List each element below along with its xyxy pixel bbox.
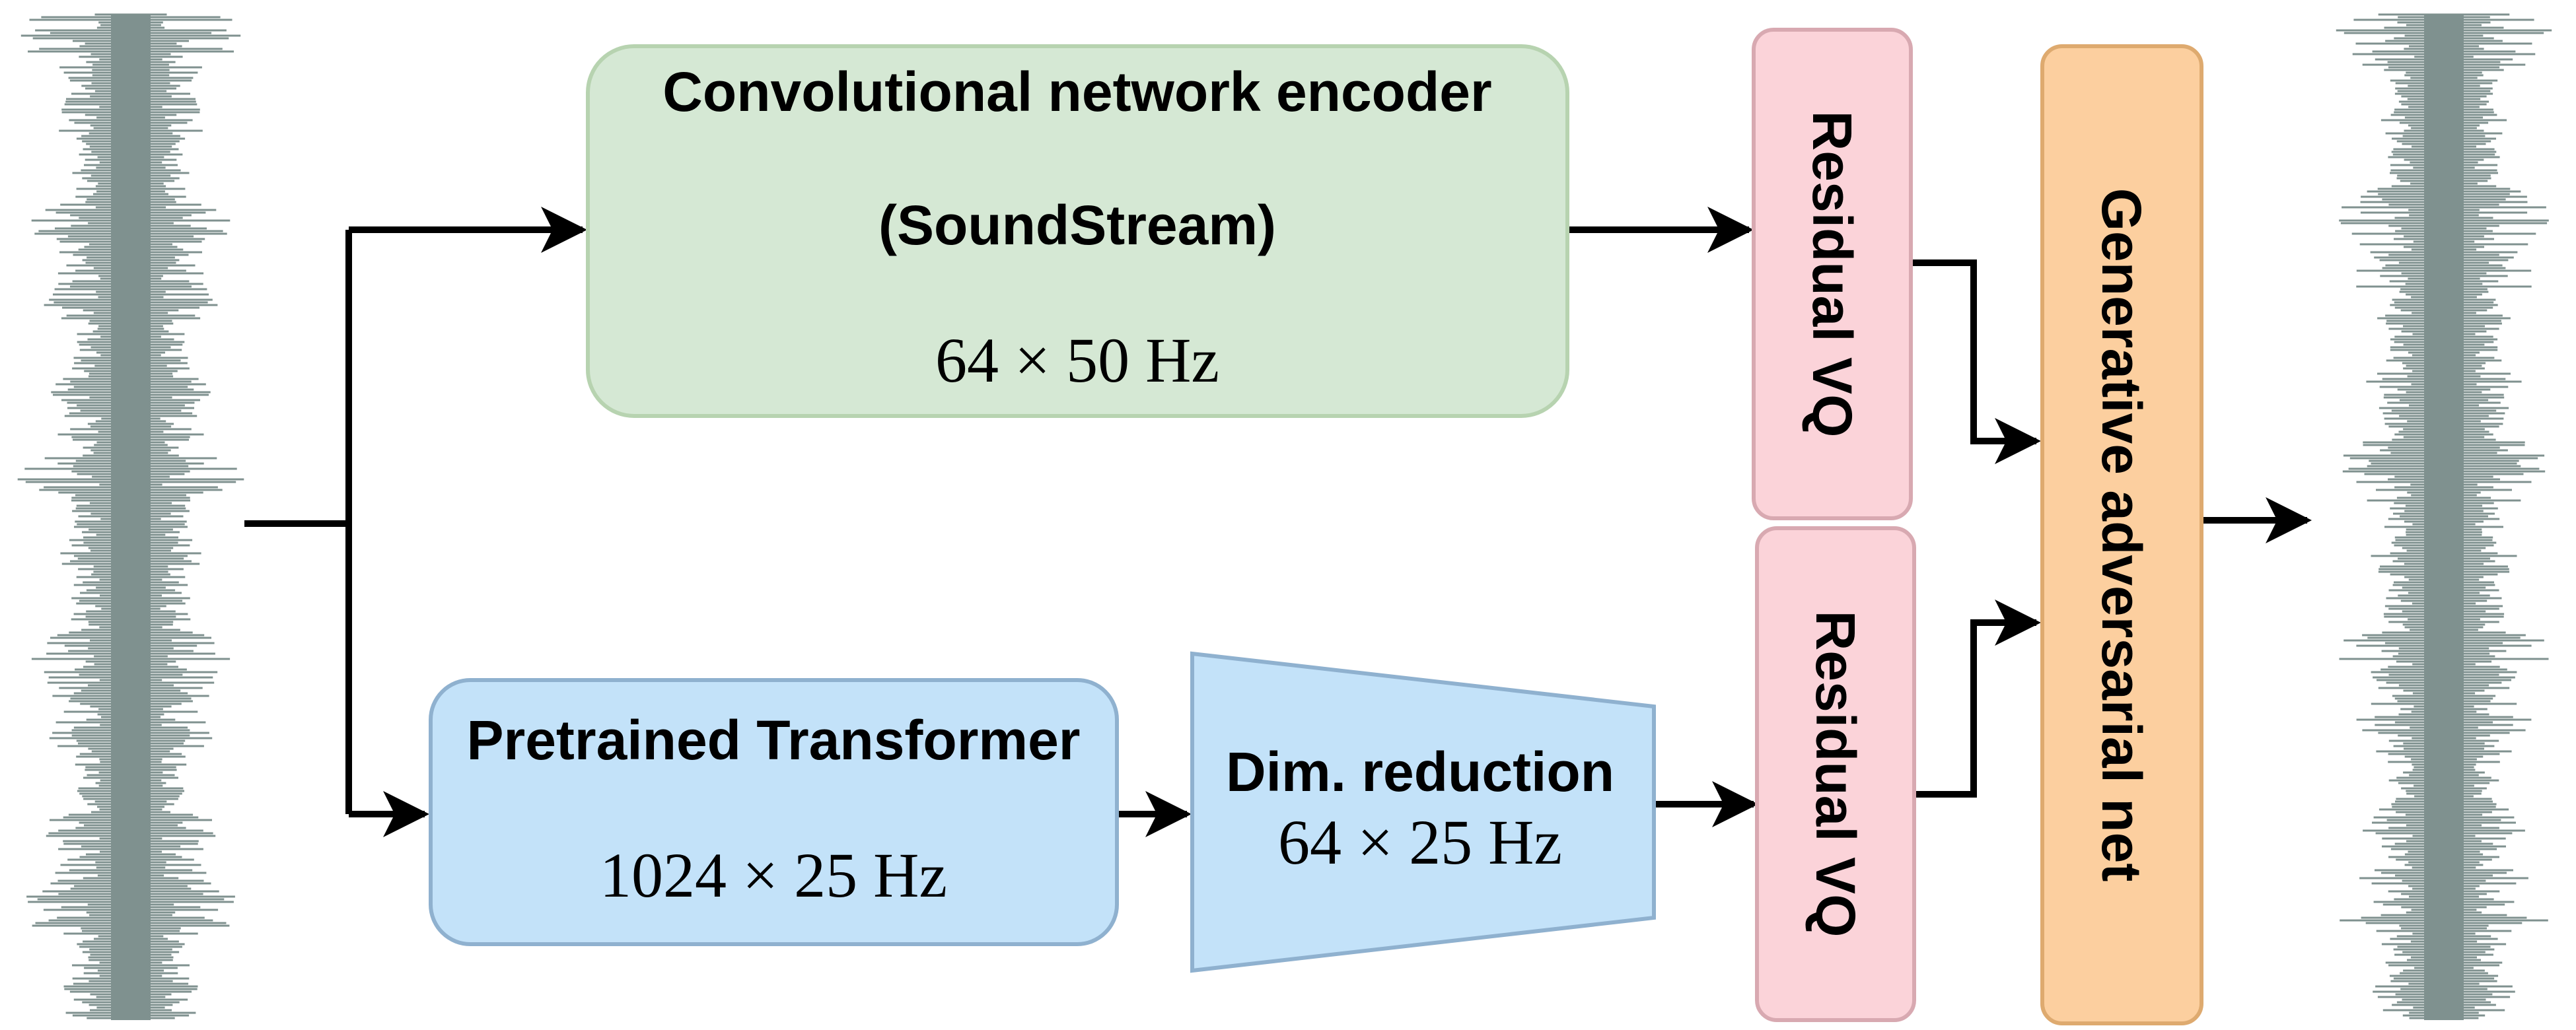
connectors xyxy=(244,207,2312,837)
dim-reduction-rate: 64 × 25 Hz xyxy=(1278,807,1562,877)
dim-reduction-block: Dim. reduction 64 × 25 Hz xyxy=(1190,651,1656,973)
rvq-bottom-label: Residual VQ xyxy=(1805,611,1867,938)
transformer-block: Pretrained Transformer 1024 × 25 Hz xyxy=(429,678,1119,946)
encoder-block: Convolutional network encoder (SoundStre… xyxy=(586,44,1569,418)
gan-label: Generative adversarial net xyxy=(2091,188,2153,882)
arrow-rvq-top-to-gan xyxy=(1911,259,2041,464)
dim-reduction-shape xyxy=(1190,651,1656,973)
rvq-top-block: Residual VQ xyxy=(1752,28,1913,520)
encoder-rate: 64 × 50 Hz xyxy=(935,325,1219,395)
output-waveform xyxy=(2336,13,2552,1020)
dim-reduction-title: Dim. reduction xyxy=(1226,741,1614,803)
arrow-rvq-bottom-to-gan xyxy=(1914,600,2041,798)
encoder-box xyxy=(586,44,1569,418)
transformer-box xyxy=(429,678,1119,946)
encoder-title: Convolutional network encoder xyxy=(662,61,1491,123)
rvq-top-box xyxy=(1752,28,1913,520)
transformer-rate: 1024 × 25 Hz xyxy=(600,840,947,910)
gan-block: Generative adversarial net xyxy=(2040,44,2203,1025)
gan-box xyxy=(2040,44,2203,1025)
rvq-bottom-box xyxy=(1755,526,1916,1022)
rvq-top-label: Residual VQ xyxy=(1801,111,1863,438)
input-waveform xyxy=(17,13,244,1020)
encoder-subtitle: (SoundStream) xyxy=(878,194,1276,256)
rvq-bottom-block: Residual VQ xyxy=(1755,526,1916,1022)
transformer-title: Pretrained Transformer xyxy=(466,709,1080,771)
